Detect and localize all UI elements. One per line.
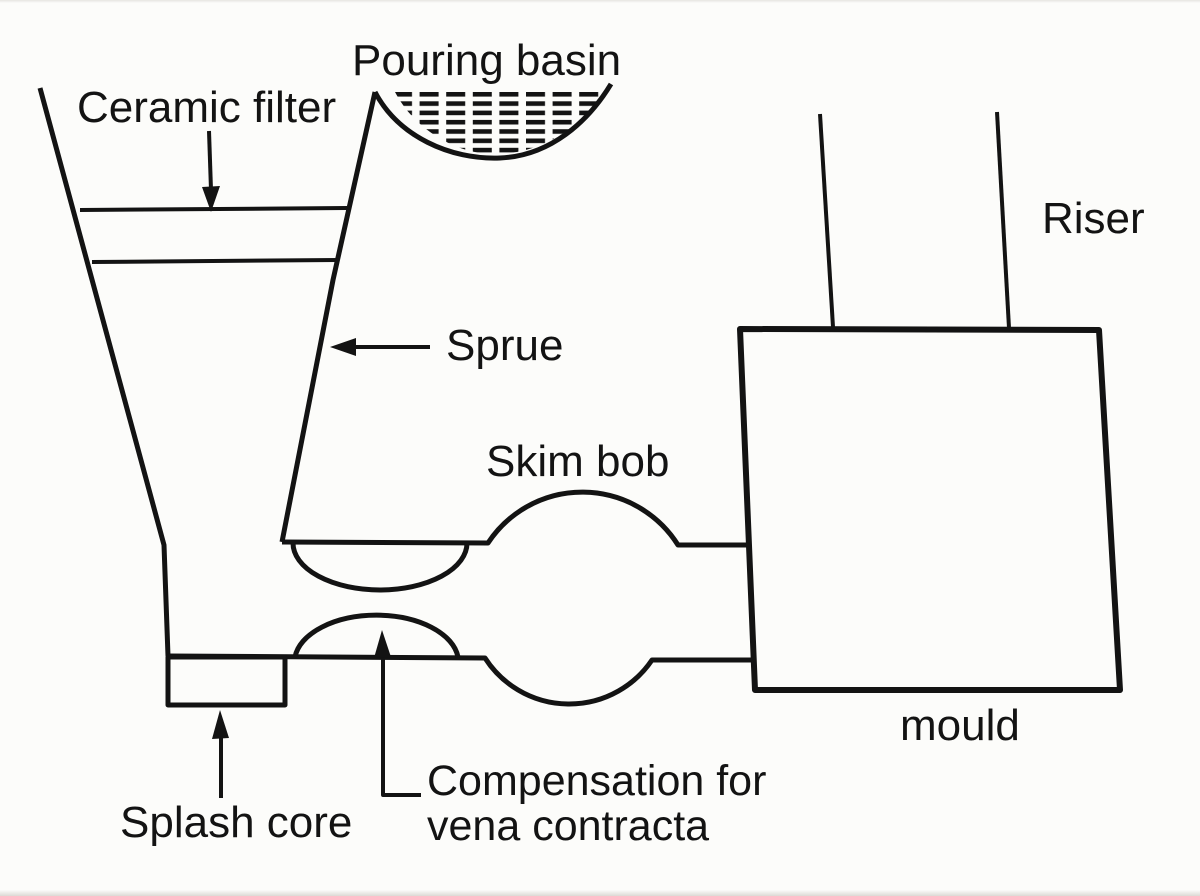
- runner-floor-line: [167, 653, 753, 707]
- mould-label: mould: [900, 701, 1020, 750]
- vena-contracta-upper-dome: [290, 542, 470, 593]
- compensation-label: Compensation for vena contracta: [427, 757, 847, 851]
- runner-ceiling-line: [281, 489, 748, 548]
- splash-core-label: Splash core: [120, 798, 353, 847]
- vena-contracta-arrowhead: [374, 630, 391, 658]
- vena-contracta-lower-dome: [292, 612, 461, 658]
- ceramic-filter-bottom-line: [91, 258, 339, 264]
- sprue-left-wall: [37, 87, 171, 657]
- ceramic-filter-label: Ceramic filter: [77, 83, 337, 132]
- sprue-right-wall: [279, 91, 378, 543]
- vena-contracta-arrow-shaft: [381, 656, 421, 797]
- riser-label: Riser: [1042, 194, 1145, 243]
- splash-core-arrowhead: [212, 710, 229, 739]
- skim-bob-label: Skim bob: [486, 437, 670, 486]
- ceramic-filter-arrow-shaft: [207, 130, 213, 191]
- riser-left-line: [818, 113, 835, 328]
- sprue-arrowhead: [330, 338, 356, 356]
- pouring-basin-bowl: [372, 82, 614, 161]
- sprue-label: Sprue: [446, 321, 564, 370]
- pouring-basin-label: Pouring basin: [352, 36, 622, 85]
- compensation-label-line2: vena contracta: [427, 802, 710, 851]
- molten-metal-hatch: [395, 92, 602, 155]
- ceramic-filter-top-line: [79, 206, 348, 212]
- ceramic-filter-arrowhead: [202, 186, 220, 212]
- mould-outline: [737, 326, 1123, 693]
- riser-right-line: [995, 111, 1011, 329]
- compensation-label-line1: Compensation for: [427, 757, 767, 805]
- splash-core-box: [165, 654, 288, 708]
